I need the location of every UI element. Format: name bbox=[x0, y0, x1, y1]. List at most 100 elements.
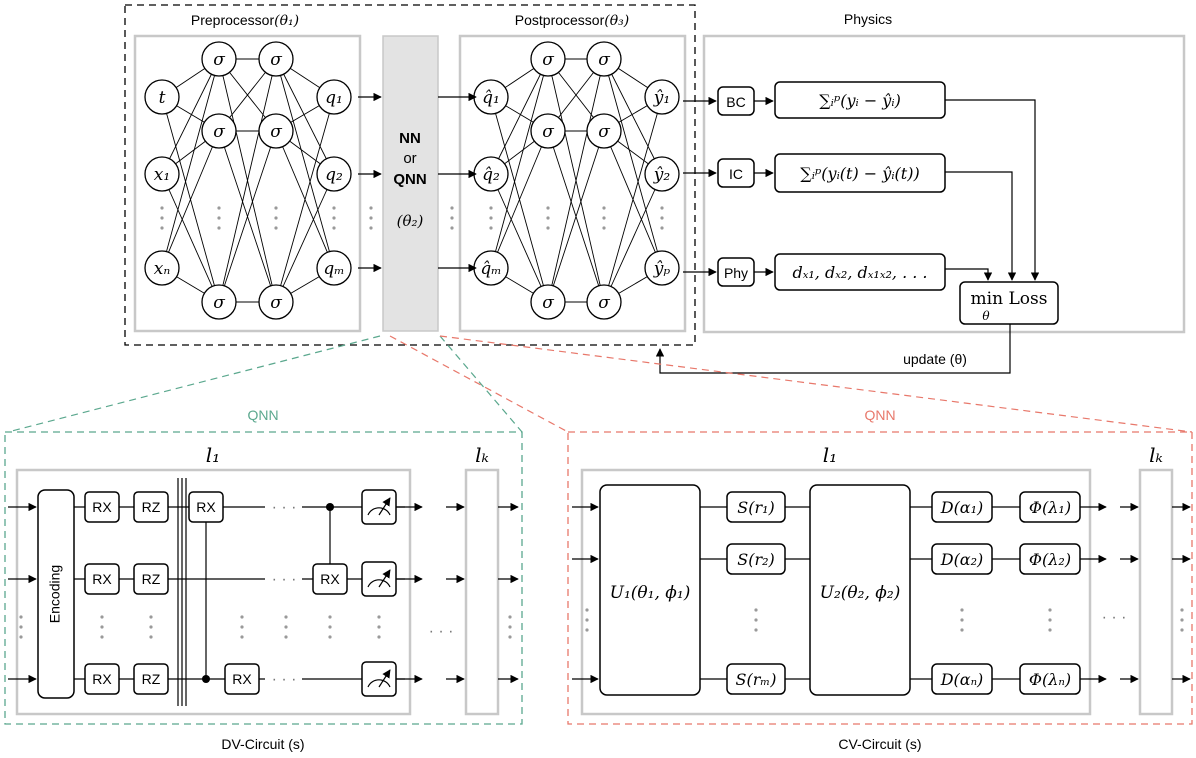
post-edge bbox=[603, 96, 663, 303]
dv-caption: DV-Circuit (s) bbox=[221, 736, 304, 752]
dv-vertical-dots bbox=[328, 635, 332, 639]
cv-circuit: U₁(θ₁, ϕ₁)U₂(θ₂, ϕ₂)S(r₁)D(α₁)Φ(λ₁)S(r₂)… bbox=[572, 484, 1191, 696]
post-node-label: σ bbox=[542, 122, 554, 142]
pre-edge bbox=[275, 58, 335, 269]
cv-vertical-dots bbox=[1048, 628, 1052, 632]
or-label: or bbox=[403, 150, 416, 167]
cv-vertical-dots bbox=[585, 618, 589, 622]
encoding-block bbox=[37, 489, 75, 699]
dv-vertical-dots bbox=[240, 635, 244, 639]
dv-vertical-dots bbox=[100, 615, 104, 619]
post-node-label: ŷ₁ bbox=[653, 88, 670, 108]
arrow-ic-loss bbox=[945, 171, 1017, 281]
post-node bbox=[586, 41, 622, 77]
pre-dots bbox=[332, 206, 336, 210]
dv-gate-label: RZ bbox=[142, 499, 161, 515]
pre-dots bbox=[274, 226, 278, 230]
cv-vertical-dots bbox=[1180, 608, 1184, 612]
loss-box bbox=[959, 281, 1059, 325]
theta2-label: (θ₂) bbox=[397, 212, 424, 230]
post-node bbox=[644, 79, 680, 115]
phy-term-box bbox=[774, 253, 946, 291]
u2-block bbox=[809, 484, 911, 696]
pre-edge bbox=[161, 130, 220, 269]
dv-layer-lk-box bbox=[464, 468, 500, 716]
post-node-label: σ bbox=[598, 122, 610, 142]
displacement-gate bbox=[931, 491, 993, 523]
between-dots-top bbox=[369, 206, 454, 230]
pre-node bbox=[316, 156, 352, 192]
dv-vertical-dots bbox=[284, 625, 288, 629]
dv-vertical-dots bbox=[100, 635, 104, 639]
cv-lk-label: lₖ bbox=[1149, 443, 1163, 467]
cv-vertical-dots bbox=[1180, 628, 1184, 632]
squeeze-gate bbox=[726, 543, 786, 575]
pre-node-label: σ bbox=[270, 122, 282, 142]
dv-vertical-dots bbox=[377, 615, 381, 619]
post-node bbox=[530, 284, 566, 320]
dv-vertical-dots bbox=[19, 615, 23, 619]
dv-layer-dots: · · · bbox=[429, 623, 454, 640]
dv-wire-dots: · · · bbox=[272, 671, 297, 688]
pre-node-label: q₂ bbox=[325, 165, 343, 185]
cv-caption: CV-Circuit (s) bbox=[838, 736, 921, 752]
preprocessor-title: Preprocessor(θ₁) bbox=[191, 12, 299, 29]
meter-arc bbox=[367, 579, 391, 588]
dv-vertical-dots bbox=[508, 625, 512, 629]
u1-block bbox=[599, 484, 701, 696]
dv-gate-label: RX bbox=[92, 499, 112, 515]
post-dots bbox=[660, 216, 664, 220]
qnn-left-projection-2 bbox=[439, 335, 523, 433]
post-node bbox=[586, 113, 622, 149]
loss-label: min Loss bbox=[971, 289, 1048, 309]
post-edge bbox=[490, 130, 549, 269]
pre-node bbox=[201, 284, 237, 320]
pre-node bbox=[201, 41, 237, 77]
post-node-label: σ bbox=[598, 50, 610, 70]
post-dots bbox=[489, 206, 493, 210]
pre-node bbox=[144, 250, 180, 286]
pre-node bbox=[258, 41, 294, 77]
dv-vertical-dots bbox=[240, 625, 244, 629]
meter-needle bbox=[378, 497, 391, 516]
post-dots bbox=[489, 216, 493, 220]
post-dots bbox=[660, 226, 664, 230]
measurement-icon bbox=[361, 661, 397, 697]
ic-term-box bbox=[774, 153, 946, 193]
dv-vertical-dots bbox=[377, 635, 381, 639]
dv-gate-rx bbox=[188, 491, 224, 523]
dv-vertical-dots bbox=[19, 635, 23, 639]
pre-node bbox=[316, 250, 352, 286]
qnn-right-projection-1 bbox=[389, 335, 569, 433]
qnn-bold-label: QNN bbox=[393, 171, 426, 188]
pre-node-label: x₁ bbox=[154, 165, 170, 185]
ic-term: ∑ᵢᵖ(yᵢ(t) − ŷᵢ(t)) bbox=[800, 164, 919, 183]
dv-gate-label: RX bbox=[232, 671, 252, 687]
displacement-gate bbox=[931, 543, 993, 575]
pre-edge bbox=[218, 130, 277, 303]
dv-gate-rz bbox=[133, 663, 169, 695]
pre-edge bbox=[275, 173, 335, 303]
pre-dots bbox=[274, 206, 278, 210]
pre-edge bbox=[161, 173, 220, 303]
dv-wire-dots: · · · bbox=[272, 499, 297, 516]
post-node-label: σ bbox=[542, 293, 554, 313]
nn-label: NN bbox=[399, 130, 421, 147]
pre-node-label: xₙ bbox=[154, 259, 171, 279]
squeeze-gate-label: S(r₁) bbox=[737, 498, 775, 517]
pre-dots bbox=[217, 206, 221, 210]
pre-node-label: t bbox=[159, 88, 166, 108]
dv-gate-rx bbox=[312, 563, 348, 595]
meter-needle bbox=[378, 569, 391, 588]
dv-vertical-dots bbox=[377, 625, 381, 629]
cv-vertical-dots bbox=[960, 628, 964, 632]
dv-gate-rx bbox=[224, 663, 260, 695]
dv-control-dot bbox=[202, 675, 210, 683]
qnn-left-projection-1 bbox=[7, 335, 381, 433]
update-label: update (θ) bbox=[903, 351, 967, 367]
pre-node-label: σ bbox=[213, 50, 225, 70]
post-node-label: σ bbox=[542, 50, 554, 70]
dv-vertical-dots bbox=[100, 625, 104, 629]
dv-gate-label: RX bbox=[92, 671, 112, 687]
